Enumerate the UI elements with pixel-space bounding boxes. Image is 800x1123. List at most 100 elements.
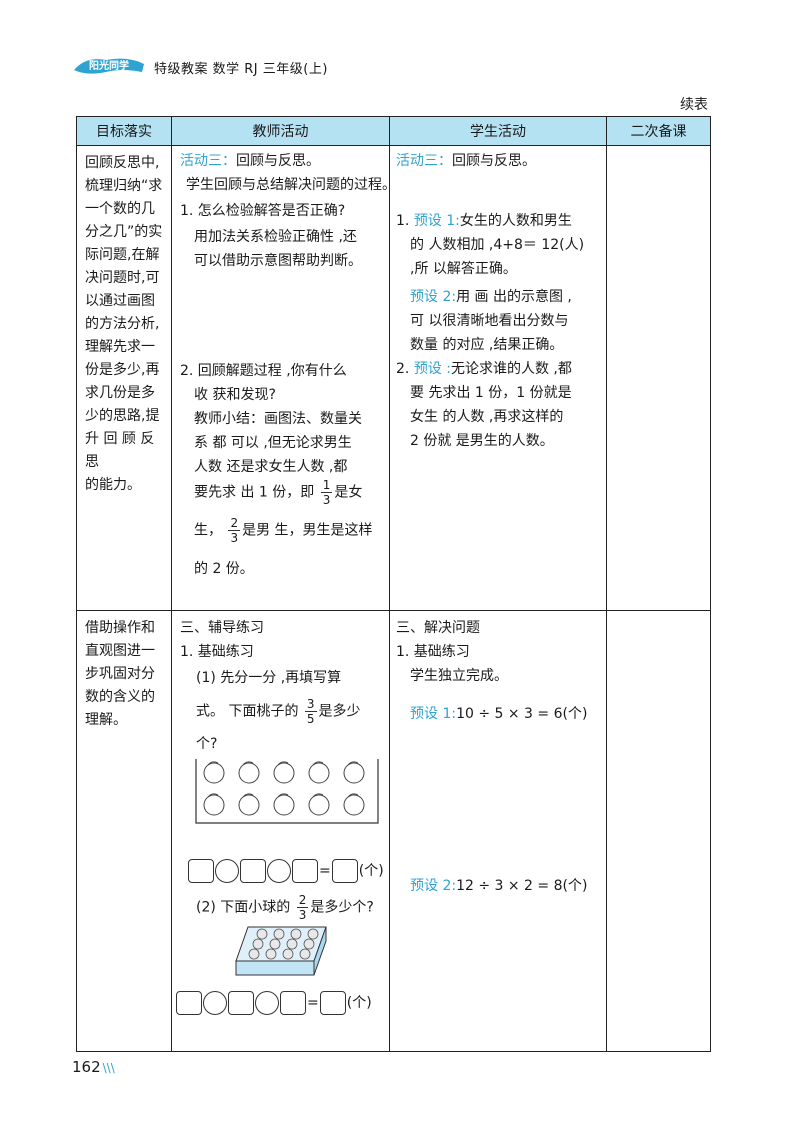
goal-line: 理解先求一 bbox=[85, 339, 155, 355]
header-notes: 二次备课 bbox=[606, 116, 711, 146]
peach-leaf-icon bbox=[277, 761, 289, 766]
independent-note: 学生独立完成。 bbox=[410, 668, 508, 684]
operator-circle[interactable] bbox=[215, 859, 239, 883]
goal-line: 直观图进一 bbox=[85, 643, 155, 659]
preset-3-line-2: 要 先求出 1 份，1 份就是 bbox=[410, 385, 572, 401]
ball-icon bbox=[303, 938, 315, 950]
page-header: 阳光同学 特级教案 数学 RJ 三年级(上) bbox=[72, 54, 732, 84]
goal-line: 少的思路,提 bbox=[85, 408, 160, 424]
preset-label-2: 预设 2: bbox=[410, 878, 457, 894]
question-2-line-1: 2. 回顾解题过程 ,你有什么 bbox=[180, 363, 347, 379]
sub-title: 1. 基础练习 bbox=[396, 644, 470, 660]
goal-line: 以通过画图 bbox=[85, 293, 155, 309]
goal-line: 回顾反思中, bbox=[85, 155, 160, 171]
preset-2-line-1: 用 画 出的示意图 , bbox=[456, 289, 572, 305]
summary-line-4: 要先求 出 1 份，即 bbox=[194, 484, 315, 501]
operator-circle[interactable] bbox=[255, 991, 279, 1015]
peach-icon bbox=[203, 762, 225, 784]
peach-icon bbox=[238, 762, 260, 784]
summary-line-6: 的 2 份。 bbox=[194, 561, 254, 577]
goal-line: 数的含义的 bbox=[85, 689, 155, 705]
header-student: 学生活动 bbox=[389, 116, 607, 146]
answer-box[interactable] bbox=[228, 991, 254, 1015]
preset-3-line-1: 无论求谁的人数 ,都 bbox=[450, 361, 572, 377]
section-title: 三、解决问题 bbox=[396, 620, 480, 636]
preset-label-3: 预设 : bbox=[413, 361, 451, 377]
answer-box[interactable] bbox=[280, 991, 306, 1015]
operator-circle[interactable] bbox=[267, 859, 291, 883]
answer-box[interactable] bbox=[292, 859, 318, 883]
question-1: 1. 怎么检验解答是否正确? bbox=[180, 203, 346, 219]
header-goal: 目标落实 bbox=[76, 116, 172, 146]
answer-box[interactable] bbox=[331, 859, 358, 883]
preset-2-line-3: 数量 的对应 ,结果正确。 bbox=[410, 337, 564, 353]
peach-leaf-icon bbox=[312, 761, 324, 766]
lesson-table: 目标落实 教师活动 学生活动 二次备课 回顾反思中,梳理归纳“求一个数的几分之几… bbox=[76, 116, 711, 1052]
goal-line: 升 回 顾 反 bbox=[85, 431, 155, 447]
goal-line: 份是多少,再 bbox=[85, 362, 160, 378]
peach-leaf-icon bbox=[277, 793, 289, 798]
peach-leaf-icon bbox=[347, 761, 359, 766]
exercise-1-line-1: (1) 先分一分 ,再填写算 bbox=[196, 670, 342, 686]
peach-leaf-icon bbox=[207, 793, 219, 798]
exercise-2-line-1-end: 是多少个? bbox=[310, 899, 374, 916]
equation-1: = (个) bbox=[188, 859, 384, 883]
ball-icon bbox=[286, 938, 298, 950]
peach-leaf-icon bbox=[312, 793, 324, 798]
summary-line-5: 是男 生，男生是这样 bbox=[242, 522, 373, 539]
continued-label: 续表 bbox=[680, 97, 708, 113]
teacher-cell-2: 三、辅导练习 1. 基础练习 (1) 先分一分 ,再填写算 式。 下面桃子的 3… bbox=[171, 610, 390, 1052]
page-footer: 162\\\ bbox=[72, 1058, 115, 1076]
peach-icon bbox=[308, 762, 330, 784]
goal-line: 一个数的几 bbox=[85, 201, 155, 217]
activity-label: 活动三： bbox=[396, 153, 452, 169]
sub-title: 1. 基础练习 bbox=[180, 644, 254, 660]
goal-line: 理解。 bbox=[85, 712, 127, 728]
equals-sign: = bbox=[307, 994, 319, 1011]
teacher-cell-1: 活动三：回顾与反思。 学生回顾与总结解决问题的过程。 1. 怎么检验解答是否正确… bbox=[171, 145, 396, 611]
preset-label-2: 预设 2: bbox=[410, 289, 457, 305]
preset-1-line-3: ,所 以解答正确。 bbox=[410, 261, 517, 277]
exercise-1-line-3: 个? bbox=[196, 736, 218, 752]
preset-1-equation: 10 ÷ 5 × 3 = 6(个) bbox=[456, 706, 588, 722]
student-cell-2: 三、解决问题 1. 基础练习 学生独立完成。 预设 1:10 ÷ 5 × 3 =… bbox=[389, 610, 607, 1052]
header-teacher: 教师活动 bbox=[171, 116, 390, 146]
unit-label: (个) bbox=[346, 994, 372, 1011]
equation-2: = (个) bbox=[176, 991, 372, 1015]
goal-line: 思 bbox=[85, 454, 99, 470]
preset-1-line-1: 女生的人数和男生 bbox=[459, 213, 572, 229]
answer-box[interactable] bbox=[188, 859, 214, 883]
answer-box[interactable] bbox=[319, 991, 346, 1015]
notes-cell-1[interactable] bbox=[606, 145, 711, 611]
ball-box-illustration bbox=[235, 926, 327, 976]
answer-box[interactable] bbox=[176, 991, 202, 1015]
notes-cell-2[interactable] bbox=[606, 610, 711, 1052]
preset-3-line-4: 2 份就 是男生的人数。 bbox=[410, 433, 554, 449]
goal-line: 分之几”的实 bbox=[85, 224, 163, 240]
ball-icon bbox=[252, 938, 264, 950]
peach-tray-illustration bbox=[195, 759, 379, 824]
ball-icon bbox=[248, 948, 260, 960]
unit-label: (个) bbox=[358, 862, 384, 879]
exercise-2-line-1: (2) 下面小球的 bbox=[196, 899, 291, 916]
exercise-1-line-2: 式。 下面桃子的 bbox=[196, 703, 299, 720]
operator-circle[interactable] bbox=[203, 991, 227, 1015]
goal-text: 借助操作和直观图进一步巩固对分数的含义的理解。 bbox=[85, 617, 165, 732]
goal-line: 的方法分析, bbox=[85, 316, 160, 332]
answer-box[interactable] bbox=[240, 859, 266, 883]
ball-icon bbox=[256, 928, 268, 940]
peach-icon bbox=[238, 794, 260, 816]
peach-leaf-icon bbox=[347, 793, 359, 798]
ball-icon bbox=[290, 928, 302, 940]
goal-cell-2: 借助操作和直观图进一步巩固对分数的含义的理解。 bbox=[76, 610, 172, 1052]
summary-line-2: 系 都 可以 ,但无论求男生 bbox=[194, 435, 352, 451]
preset-2-line-2: 可 以很清晰地看出分数与 bbox=[410, 313, 569, 329]
peach-icon bbox=[273, 794, 295, 816]
ball-icon bbox=[265, 948, 277, 960]
preset-label-1: 预设 1: bbox=[413, 213, 460, 229]
answer-1-line-1: 用加法关系检验正确性 ,还 bbox=[194, 229, 357, 245]
ball-icon bbox=[282, 948, 294, 960]
logo-text: 阳光同学 bbox=[89, 59, 129, 72]
